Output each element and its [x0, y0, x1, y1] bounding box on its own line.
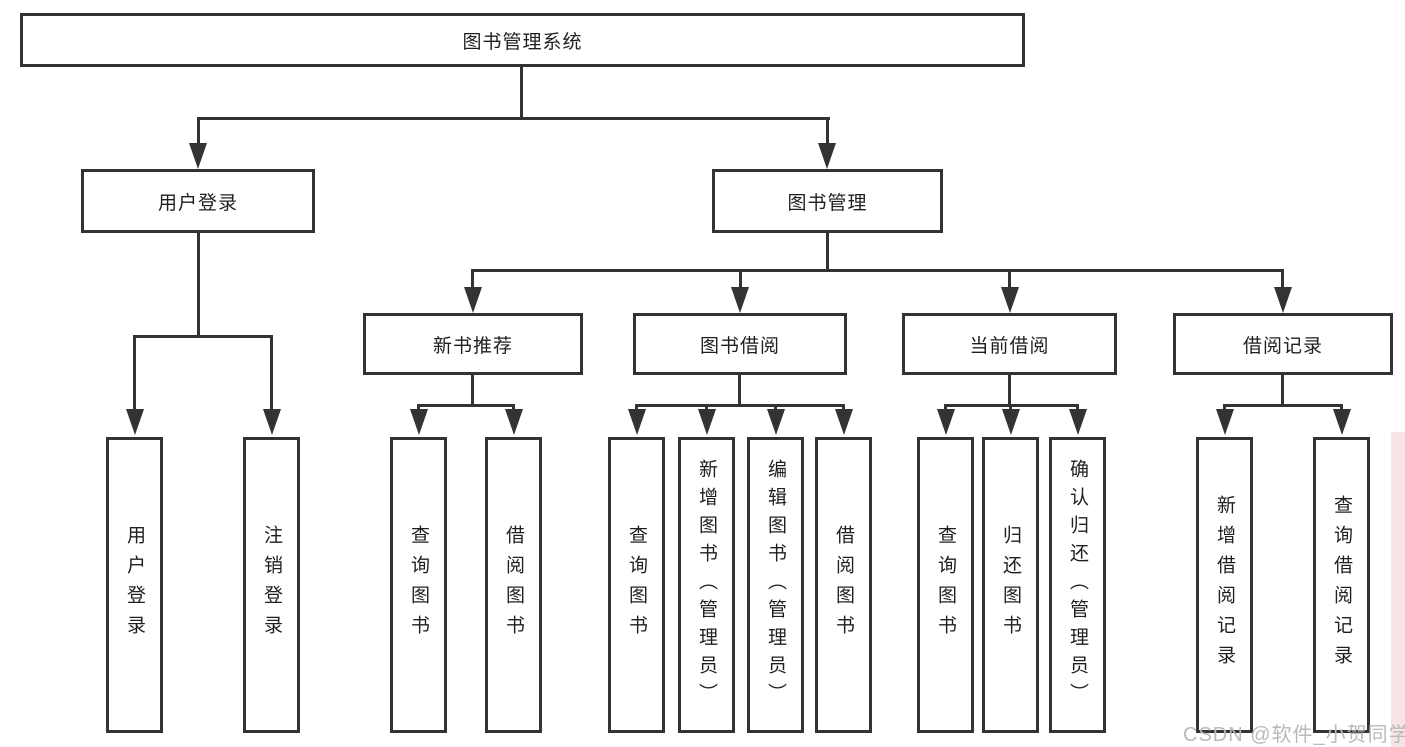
node-query-books-borrow: 查询图书 — [608, 437, 665, 733]
arrow-down-icon — [731, 287, 749, 313]
connector-book-borrow-stem — [738, 375, 741, 407]
connector-drop — [512, 404, 515, 412]
leaf-label: 借阅图书 — [503, 525, 524, 645]
node-book-management-label: 图书管理 — [787, 192, 868, 214]
arrow-down-icon — [937, 409, 955, 435]
node-logout-leaf: 注销登录 — [243, 437, 300, 733]
connector-book-management-stem — [826, 233, 829, 272]
connector-level3-bar — [471, 269, 1283, 272]
pink-edge-strip — [1391, 432, 1405, 747]
node-add-borrow-record: 新增借阅记录 — [1196, 437, 1253, 733]
leaf-label: 查询图书 — [626, 525, 647, 645]
arrow-down-icon — [1002, 409, 1020, 435]
node-borrow-records: 借阅记录 — [1173, 313, 1393, 375]
connector-new-recommend-stem — [471, 375, 474, 407]
leaf-label: 归还图书 — [1000, 525, 1021, 645]
node-confirm-return-admin: 确认归还（管理员） — [1049, 437, 1106, 733]
arrow-down-icon — [628, 409, 646, 435]
leaf-label: 用户登录 — [124, 525, 145, 645]
arrow-down-icon — [505, 409, 523, 435]
node-query-borrow-record: 查询借阅记录 — [1313, 437, 1370, 733]
arrow-down-icon — [189, 143, 207, 169]
connector-drop-book-management — [826, 117, 829, 147]
connector-drop — [705, 404, 708, 412]
arrow-down-icon — [1001, 287, 1019, 313]
arrow-down-icon — [767, 409, 785, 435]
connector-drop — [417, 404, 420, 412]
node-current-borrow: 当前借阅 — [902, 313, 1117, 375]
node-add-books-admin: 新增图书（管理员） — [678, 437, 735, 733]
connector-root-stem — [520, 67, 523, 120]
connector-drop — [1223, 404, 1226, 412]
connector-drop — [944, 404, 947, 412]
node-book-management: 图书管理 — [712, 169, 943, 233]
connector-user-login-stem — [197, 233, 200, 337]
connector-drop-current-borrow — [1008, 269, 1011, 289]
arrow-down-icon — [1274, 287, 1292, 313]
node-query-books-current: 查询图书 — [917, 437, 974, 733]
connector-level2-bar — [197, 117, 830, 120]
connector-drop — [1340, 404, 1343, 412]
connector-drop-borrow-records — [1281, 269, 1284, 289]
node-borrow-books-recommend: 借阅图书 — [485, 437, 542, 733]
leaf-label: 新增借阅记录 — [1214, 495, 1235, 675]
node-user-login-leaf: 用户登录 — [106, 437, 163, 733]
leaf-label: 新增图书（管理员） — [696, 459, 717, 711]
leaf-label: 查询借阅记录 — [1331, 495, 1352, 675]
arrow-down-icon — [1216, 409, 1234, 435]
watermark: CSDN @软件_小贺同学 — [1183, 724, 1405, 746]
leaf-label: 查询图书 — [935, 525, 956, 645]
node-borrow-records-label: 借阅记录 — [1242, 335, 1323, 357]
node-edit-books-admin: 编辑图书（管理员） — [747, 437, 804, 733]
leaf-label: 确认归还（管理员） — [1067, 459, 1088, 711]
node-user-login-label: 用户登录 — [157, 192, 238, 214]
connector-drop-user-login — [197, 117, 200, 147]
connector-borrow-records-bar — [1223, 404, 1343, 407]
arrow-down-icon — [1069, 409, 1087, 435]
arrow-down-icon — [818, 143, 836, 169]
node-query-books-recommend: 查询图书 — [390, 437, 447, 733]
node-new-book-recommend-label: 新书推荐 — [432, 335, 513, 357]
leaf-label: 注销登录 — [261, 525, 282, 645]
leaf-label: 查询图书 — [408, 525, 429, 645]
node-library-system: 图书管理系统 — [20, 13, 1025, 67]
node-current-borrow-label: 当前借阅 — [969, 335, 1050, 357]
connector-drop — [842, 404, 845, 412]
connector-drop-new-recommend — [471, 269, 474, 289]
arrow-down-icon — [464, 287, 482, 313]
connector-drop-login-leaf — [133, 335, 136, 411]
arrow-down-icon — [698, 409, 716, 435]
arrow-down-icon — [126, 409, 144, 435]
node-user-login: 用户登录 — [81, 169, 315, 233]
leaf-label: 借阅图书 — [833, 525, 854, 645]
connector-borrow-records-stem — [1281, 375, 1284, 407]
connector-book-borrow-bar — [635, 404, 845, 407]
node-borrow-books-leaf: 借阅图书 — [815, 437, 872, 733]
connector-user-login-bar — [133, 335, 273, 338]
node-new-book-recommend: 新书推荐 — [363, 313, 583, 375]
node-library-system-label: 图书管理系统 — [462, 31, 583, 53]
connector-drop-book-borrow — [739, 269, 742, 289]
connector-drop — [1009, 404, 1012, 412]
connector-current-borrow-stem — [1008, 375, 1011, 407]
node-book-borrow-label: 图书借阅 — [699, 335, 780, 357]
arrow-down-icon — [1333, 409, 1351, 435]
connector-drop — [774, 404, 777, 412]
node-book-borrow: 图书借阅 — [633, 313, 847, 375]
connector-drop-logout-leaf — [270, 335, 273, 411]
arrow-down-icon — [410, 409, 428, 435]
connector-drop — [635, 404, 638, 412]
arrow-down-icon — [263, 409, 281, 435]
arrow-down-icon — [835, 409, 853, 435]
connector-new-recommend-bar — [417, 404, 515, 407]
node-return-books: 归还图书 — [982, 437, 1039, 733]
connector-drop — [1076, 404, 1079, 412]
leaf-label: 编辑图书（管理员） — [765, 459, 786, 711]
